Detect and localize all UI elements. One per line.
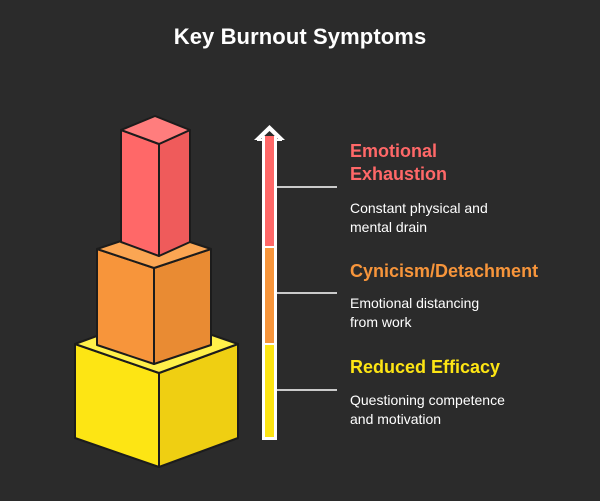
description-reduced-efficacy: Questioning competence and motivation [350,392,505,427]
heading-reduced-efficacy: Reduced Efficacy [350,357,501,377]
description-emotional-exhaustion: Constant physical and mental drain [350,200,488,235]
progress-arrow [254,125,285,440]
heading-emotional-exhaustion: Emotional Exhaustion [350,141,448,184]
heading-cynicism-detachment: Cynicism/Detachment [350,261,539,281]
page-title: Key Burnout Symptoms [173,24,427,49]
description-cynicism-detachment: Emotional distancing from work [350,295,480,330]
up-arrow-icon [254,125,285,140]
emotional-exhaustion-block [120,115,191,257]
